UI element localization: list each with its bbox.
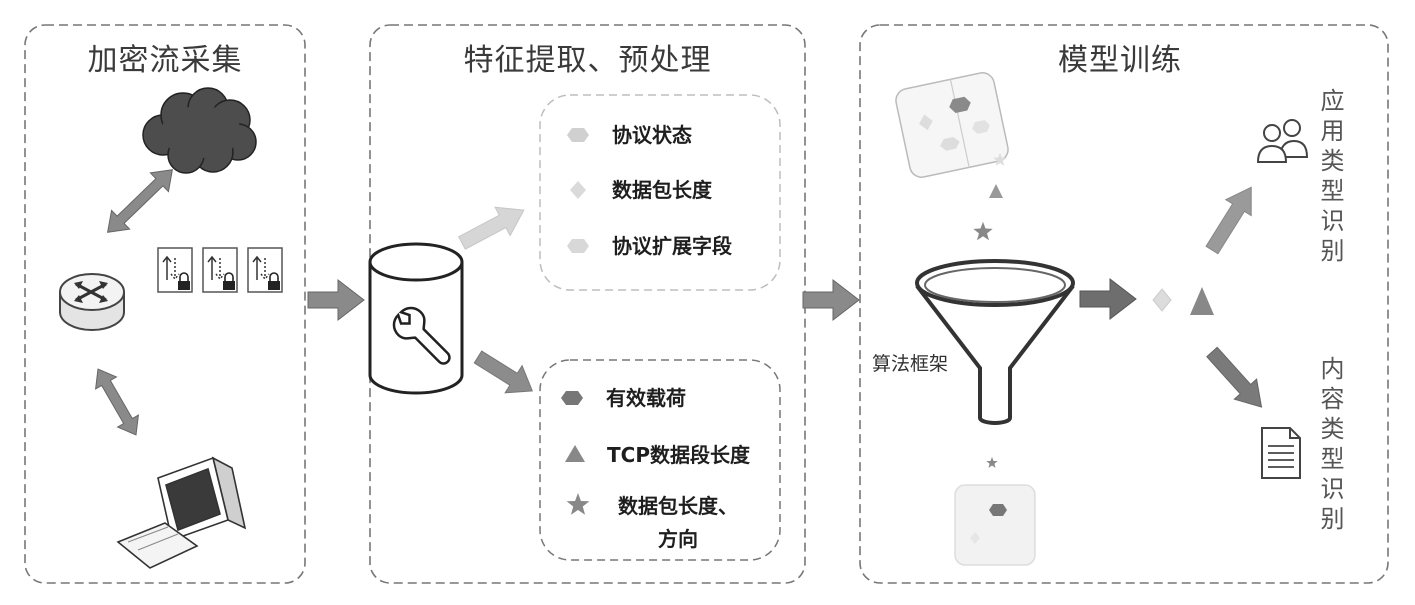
funnel-output-arrow	[1079, 277, 1137, 321]
application-type-label: 应用类型识别	[1316, 88, 1344, 268]
cloud-icon	[142, 87, 257, 174]
capture-panel	[24, 24, 306, 584]
hexagon-icon	[567, 128, 589, 142]
to-content-arrow	[1206, 346, 1263, 408]
content-type-label: 内容类型识别	[1316, 356, 1344, 536]
feature-panel-title: 特征提取、预处理	[463, 43, 712, 78]
document-icon	[1261, 427, 1301, 479]
triangle-icon	[1190, 287, 1214, 315]
diamond-icon	[1152, 288, 1172, 312]
to-weak-features-arrow	[458, 206, 525, 250]
weak-feature-label: 协议状态	[612, 123, 692, 147]
diamond-icon	[570, 181, 586, 199]
encrypted-flow-icon	[247, 247, 283, 293]
triangle-icon	[989, 184, 1003, 198]
star-icon	[973, 221, 993, 241]
encrypted-flow-icon	[202, 247, 238, 293]
training-panel-title: 模型训练	[1058, 43, 1182, 78]
star-icon	[566, 493, 590, 515]
to-application-arrow	[1205, 186, 1252, 255]
router-icon	[59, 273, 125, 331]
sample-set-top-icon	[895, 72, 1009, 178]
training-panel	[859, 24, 1389, 584]
strong-feature-label: 数据包长度、方向	[618, 494, 738, 551]
database-wrench-icon	[368, 242, 464, 395]
weak-feature-label: 数据包长度	[612, 178, 712, 202]
feature-to-training-arrow	[802, 278, 860, 322]
users-icon	[1256, 119, 1309, 163]
strong-feature-label: TCP数据段长度	[607, 443, 750, 467]
to-strong-features-arrow	[473, 350, 533, 394]
router-computer-double-arrow	[94, 368, 140, 436]
funnel-icon	[915, 259, 1075, 425]
weak-features-box	[539, 94, 781, 291]
star-icon	[993, 152, 1007, 166]
capture-to-feature-arrow	[307, 278, 365, 322]
weak-feature-label: 协议扩展字段	[612, 234, 732, 258]
computer-icon	[116, 456, 247, 569]
star-icon	[986, 457, 998, 468]
algorithm-framework-label: 算法框架	[872, 353, 949, 375]
sample-set-bottom-icon	[954, 484, 1036, 566]
cloud-router-double-arrow	[107, 169, 173, 233]
triangle-icon	[565, 445, 585, 462]
strong-feature-label: 有效载荷	[606, 386, 686, 410]
capture-panel-title: 加密流采集	[87, 43, 243, 78]
wrench-icon	[392, 306, 451, 365]
hexagon-icon	[567, 239, 589, 253]
hexagon-icon	[561, 391, 583, 405]
encrypted-flow-icons	[157, 247, 283, 293]
encrypted-flow-icon	[157, 247, 193, 293]
